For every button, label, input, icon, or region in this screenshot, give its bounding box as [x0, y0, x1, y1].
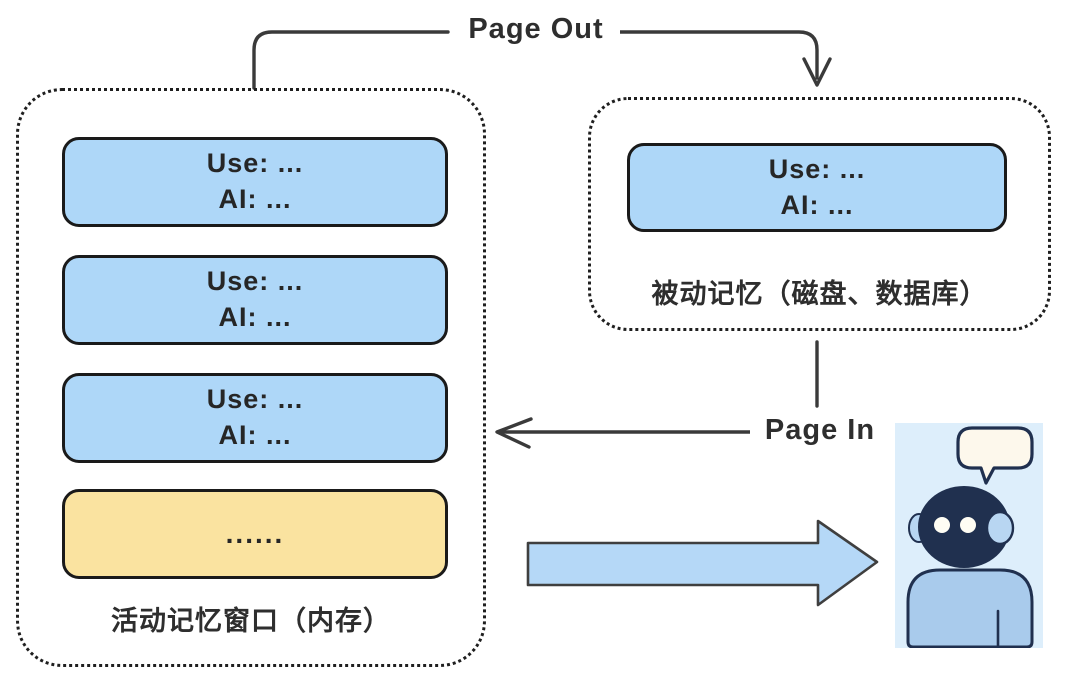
memory-page: Use: ... AI: ... [62, 137, 448, 227]
passive-memory-caption: 被动记忆（磁盘、数据库） [651, 279, 988, 309]
passive-memory-container: Use: ... AI: ... 被动记忆（磁盘、数据库） [588, 97, 1051, 331]
page-ai-line: AI: ... [780, 189, 854, 220]
person-eye-right [960, 517, 976, 533]
page-user-line: Use: ... [206, 266, 304, 297]
page-user-line: Use: ... [206, 148, 304, 179]
page-user-line: Use: ... [768, 153, 866, 184]
speech-bubble-icon [956, 426, 1034, 485]
page-out-label: Page Out [452, 13, 620, 46]
memory-page: Use: ... AI: ... [627, 143, 1007, 232]
page-in-label: Page In [750, 414, 890, 447]
page-out-arrowhead [802, 57, 832, 87]
page-out-line-left [252, 30, 450, 90]
person-ear-right [985, 510, 1015, 546]
person-torso [906, 568, 1034, 648]
page-user-line: Use: ... [206, 384, 304, 415]
memory-page: Use: ... AI: ... [62, 255, 448, 345]
page-ai-line: AI: ... [218, 184, 292, 214]
page-ai-line: AI: ... [218, 302, 292, 332]
active-memory-container: Use: ... AI: ... Use: ... AI: ... Use: .… [16, 88, 486, 667]
big-right-arrow-icon [526, 519, 879, 607]
page-in-arrowhead [495, 417, 533, 449]
page-ai-line: AI: ... [218, 420, 292, 450]
page-out-line-right [612, 30, 819, 80]
active-memory-caption: 活动记忆窗口（内存） [111, 606, 391, 636]
overflow-page: ...... [62, 489, 448, 579]
overflow-dots: ...... [225, 517, 285, 549]
person-with-speech-bubble-icon [895, 423, 1043, 648]
person-eye-left [934, 517, 950, 533]
memory-page: Use: ... AI: ... [62, 373, 448, 463]
